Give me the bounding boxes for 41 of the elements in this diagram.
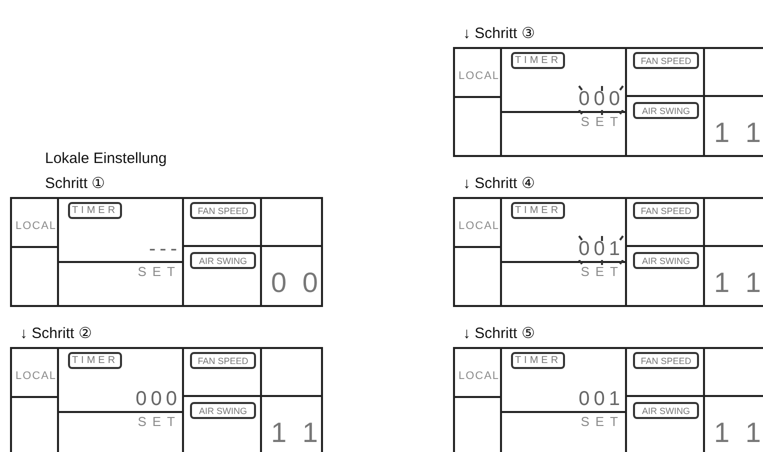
- step-caption: ↓ Schritt ③: [463, 26, 534, 41]
- step-caption: ↓ Schritt ④: [463, 176, 534, 191]
- step-caption: ↓ Schritt ⑤: [463, 326, 534, 341]
- mode-label: LOCAL: [15, 371, 57, 382]
- timer-digits: 000: [136, 389, 181, 409]
- fan-speed-label: FAN SPEED: [633, 202, 699, 219]
- timer-digits: 001: [578, 239, 624, 259]
- air-swing-label: AIR SWING: [633, 252, 699, 269]
- fan-speed-label: FAN SPEED: [633, 352, 699, 369]
- setting-digits: 1 1: [271, 419, 322, 447]
- mode-label: LOCAL: [15, 221, 57, 232]
- mode-label: LOCAL: [458, 221, 500, 232]
- timer-label: TIMER: [68, 352, 122, 369]
- setting-digits: 1 1: [714, 119, 763, 147]
- step-caption: Lokale Einstellung: [45, 151, 167, 166]
- air-swing-label: AIR SWING: [633, 402, 699, 419]
- timer-digits: ---: [149, 239, 181, 259]
- setting-digits: 0 0: [271, 269, 322, 297]
- air-swing-label: AIR SWING: [190, 402, 256, 419]
- fan-speed-label: FAN SPEED: [190, 202, 256, 219]
- timer-digits: 001: [578, 389, 624, 409]
- timer-digits: 000: [578, 89, 624, 109]
- step-caption: Schritt ①: [45, 176, 105, 191]
- step-caption: ↓ Schritt ②: [20, 326, 92, 341]
- set-label: SET: [138, 265, 181, 278]
- set-label: SET: [580, 265, 624, 278]
- setting-digits: 1 1: [714, 269, 763, 297]
- timer-label: TIMER: [511, 52, 565, 69]
- timer-label: TIMER: [68, 202, 122, 219]
- set-label: SET: [580, 415, 624, 428]
- set-label: SET: [138, 415, 181, 428]
- timer-label: TIMER: [511, 202, 565, 219]
- mode-label: LOCAL: [458, 71, 500, 82]
- setting-digits: 1 1: [714, 419, 763, 447]
- timer-label: TIMER: [511, 352, 565, 369]
- fan-speed-label: FAN SPEED: [190, 352, 256, 369]
- set-label: SET: [580, 115, 624, 128]
- air-swing-label: AIR SWING: [190, 252, 256, 269]
- air-swing-label: AIR SWING: [633, 102, 699, 119]
- fan-speed-label: FAN SPEED: [633, 52, 699, 69]
- mode-label: LOCAL: [458, 371, 500, 382]
